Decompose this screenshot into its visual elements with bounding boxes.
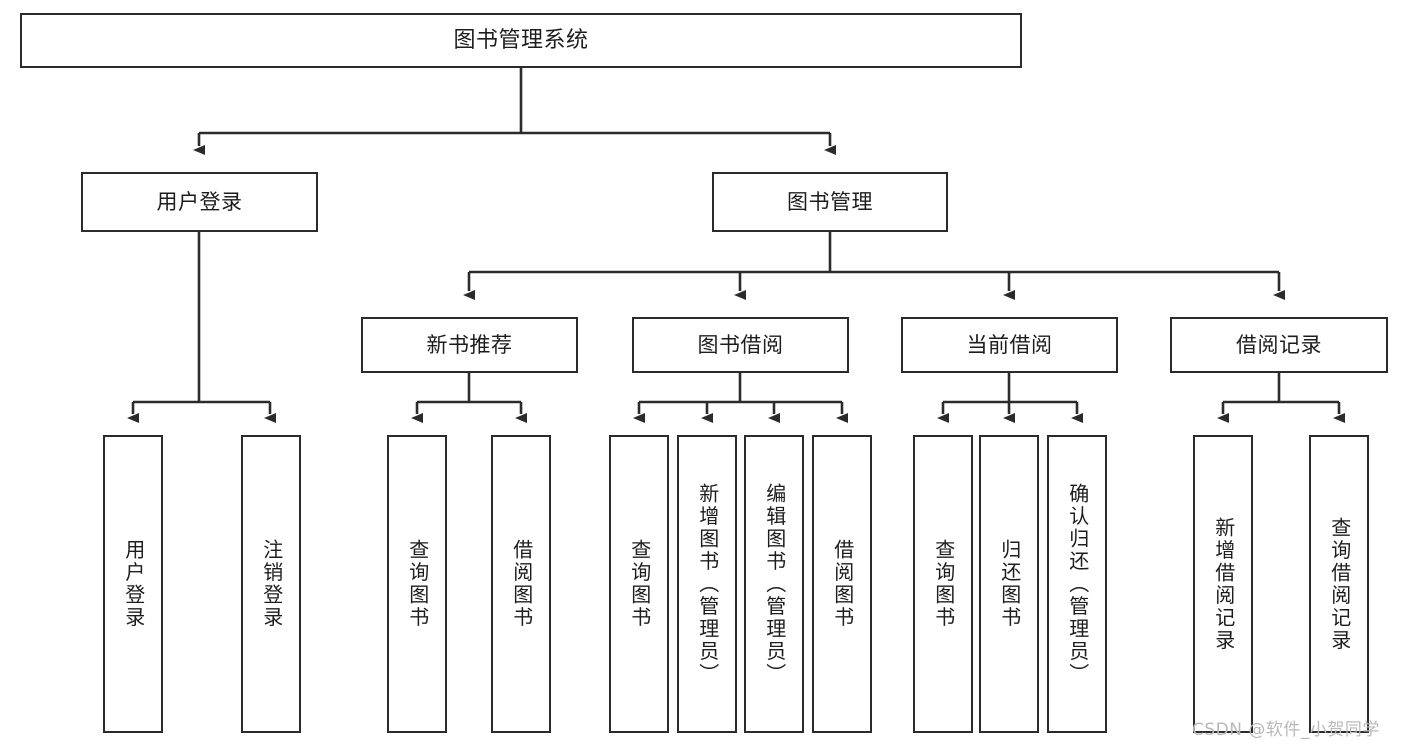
node-label: 新增借阅记录 bbox=[1211, 516, 1236, 652]
node-label: 新增图书（管理员） bbox=[695, 482, 720, 686]
node-label: 图书管理 bbox=[787, 189, 873, 214]
node-label: 当前借阅 bbox=[966, 332, 1053, 357]
leaf-query-books-current[interactable]: 查询图书 bbox=[913, 435, 973, 733]
node-book-borrowing[interactable]: 图书借阅 bbox=[632, 317, 849, 373]
node-label: 图书借阅 bbox=[697, 332, 784, 357]
leaf-logout[interactable]: 注销登录 bbox=[241, 435, 301, 733]
leaf-user-login[interactable]: 用户登录 bbox=[103, 435, 163, 733]
leaf-add-book-admin[interactable]: 新增图书（管理员） bbox=[677, 435, 737, 733]
node-label: 借阅图书 bbox=[509, 539, 534, 629]
node-book-management[interactable]: 图书管理 bbox=[712, 172, 948, 232]
node-label: 用户登录 bbox=[156, 189, 243, 214]
leaf-query-books-recommendation[interactable]: 查询图书 bbox=[387, 435, 447, 733]
node-label: 查询图书 bbox=[405, 539, 430, 629]
node-root-book-management-system[interactable]: 图书管理系统 bbox=[20, 13, 1022, 68]
node-label: 借阅图书 bbox=[830, 539, 855, 629]
leaf-borrow-books-borrowing[interactable]: 借阅图书 bbox=[812, 435, 872, 733]
leaf-add-borrowing-record[interactable]: 新增借阅记录 bbox=[1193, 435, 1253, 733]
node-label: 查询图书 bbox=[931, 539, 956, 629]
node-label: 查询借阅记录 bbox=[1327, 516, 1352, 652]
node-label: 归还图书 bbox=[997, 539, 1022, 629]
leaf-return-books[interactable]: 归还图书 bbox=[979, 435, 1039, 733]
leaf-query-borrowing-record[interactable]: 查询借阅记录 bbox=[1309, 435, 1369, 733]
leaf-edit-book-admin[interactable]: 编辑图书（管理员） bbox=[744, 435, 804, 733]
leaf-borrow-books-recommendation[interactable]: 借阅图书 bbox=[491, 435, 551, 733]
node-label: 用户登录 bbox=[121, 539, 146, 629]
node-new-book-recommendation[interactable]: 新书推荐 bbox=[361, 317, 578, 373]
node-user-login[interactable]: 用户登录 bbox=[81, 172, 318, 232]
node-label: 确认归还（管理员） bbox=[1065, 482, 1090, 686]
node-label: 借阅记录 bbox=[1236, 332, 1322, 357]
leaf-query-books-borrowing[interactable]: 查询图书 bbox=[609, 435, 669, 733]
node-label: 编辑图书（管理员） bbox=[762, 482, 787, 686]
node-current-borrowing[interactable]: 当前借阅 bbox=[901, 317, 1118, 373]
node-label: 新书推荐 bbox=[426, 332, 513, 357]
leaf-confirm-return-admin[interactable]: 确认归还（管理员） bbox=[1047, 435, 1107, 733]
node-borrowing-records[interactable]: 借阅记录 bbox=[1170, 317, 1388, 373]
node-label: 查询图书 bbox=[627, 539, 652, 629]
node-label: 图书管理系统 bbox=[453, 27, 589, 53]
node-label: 注销登录 bbox=[259, 539, 284, 629]
